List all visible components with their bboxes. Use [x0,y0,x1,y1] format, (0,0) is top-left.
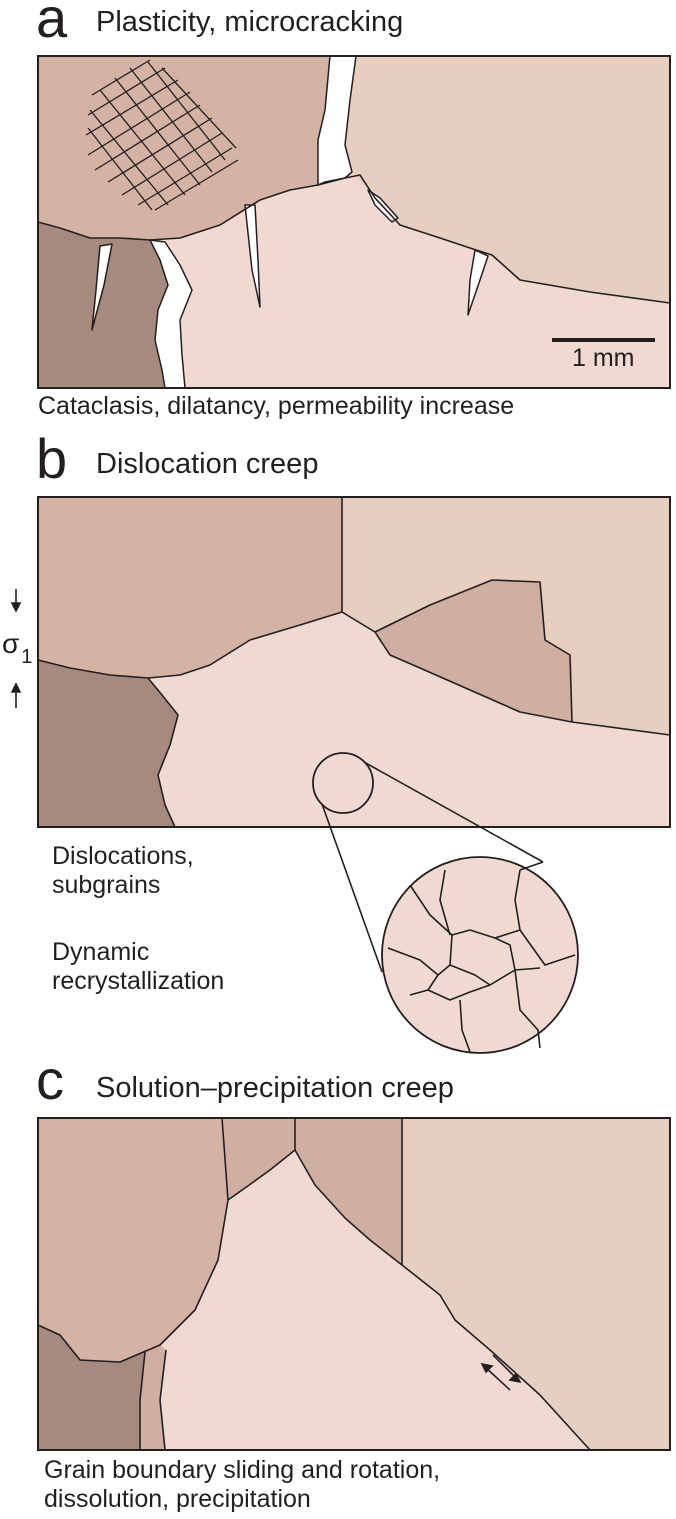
panel-c-letter: c [36,1048,64,1111]
panel-c-grains [37,1117,671,1451]
sigma-symbol: σ [2,628,20,659]
panel-b-inclusion-grain [375,580,572,722]
panel-b-lower-left-grain [38,660,178,827]
panel-b-frame [37,496,671,828]
panel-b-right-grain [342,497,670,735]
panel-a-scale-label: 1 mm [572,344,635,372]
panel-c-right-grain [402,1118,670,1450]
caption-line: dissolution, precipitation [44,1484,311,1513]
panel-c-caption: Grain boundary sliding and rotation, dis… [44,1456,440,1514]
panel-a-caption: Cataclasis, dilatancy, permeability incr… [38,392,515,420]
panel-b-title: Dislocation creep [96,448,319,480]
panel-a-grains [37,55,671,389]
panel-b-caption-1: Dislocations, subgrains [52,842,194,900]
sigma-subscript: 1 [21,646,33,668]
panel-a-title: Plasticity, microcracking [96,6,404,38]
panel-a-microcrack-3 [467,249,489,316]
panel-b-grains [37,496,671,1054]
panel-c-lower-left-grain [38,1325,145,1450]
caption-line: recrystallization [52,966,225,995]
panel-b-letter: b [36,427,68,490]
panel-b-subgrains [387,861,576,1053]
panel-b-magnified-circle [381,856,579,1054]
panel-b-stress-arrows [10,589,22,708]
panel-c-title: Solution–precipitation creep [96,1072,454,1104]
panel-a-lower-left-grain [38,222,168,388]
panel-a-boundary-left [37,221,151,241]
panel-c-frame [37,1117,671,1451]
panel-a-microcrack-1 [91,243,113,331]
panel-a-right-grain [345,56,670,303]
panel-a-upper-left-grain [38,56,330,240]
caption-line: Dislocations, [52,842,194,870]
panel-a-crosshatch [85,59,239,211]
panel-b-upper-left-grain [38,497,342,678]
panel-a-boundary [149,174,671,304]
panel-c-upper-left-grain [38,1118,228,1362]
panel-b-caption-2: Dynamic recrystallization [52,938,224,996]
panel-a-letter: a [36,0,68,49]
panel-b-small-circle [312,752,374,814]
panel-a-frame [37,55,671,389]
caption-line: subgrains [52,870,161,899]
caption-line: Dynamic [52,938,150,966]
panel-c-shear-arrows [480,1354,522,1391]
panel-c-sliver-grain [140,1345,166,1450]
caption-line: Grain boundary sliding and rotation, [44,1456,441,1484]
